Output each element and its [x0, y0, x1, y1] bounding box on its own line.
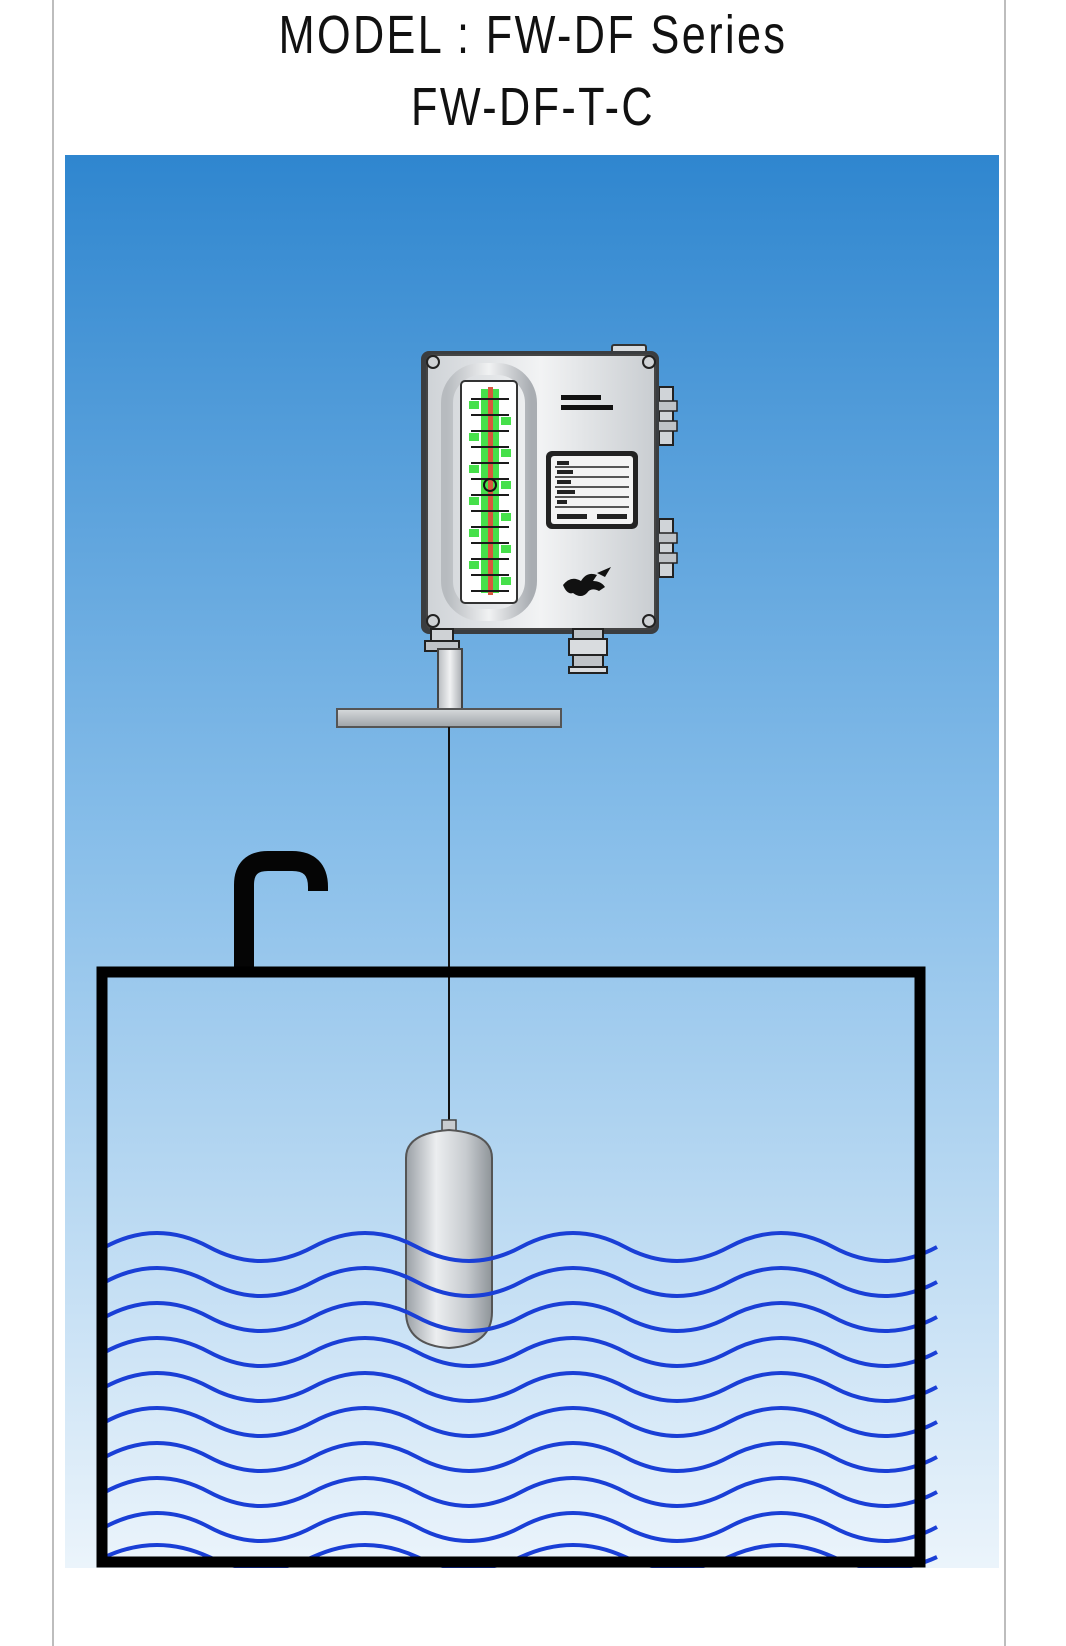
- float-ball-icon: [405, 1119, 493, 1350]
- diagram-canvas: [65, 155, 999, 1646]
- liquid-waves: [104, 1231, 938, 1571]
- level-scale: [469, 387, 511, 595]
- model-subtitle: FW-DF-T-C: [411, 77, 655, 137]
- mounting-flange-icon: [336, 708, 562, 728]
- left-border-line: [52, 0, 54, 1646]
- right-border-line: [1004, 0, 1006, 1646]
- model-title: MODEL : FW-DF Series: [278, 5, 788, 65]
- vent-pipe-icon: [234, 851, 328, 972]
- ground-area: [65, 1568, 999, 1646]
- level-gauge-housing-icon: [421, 344, 678, 710]
- installation-diagram: [65, 155, 999, 1646]
- nameplate-icon: [546, 451, 638, 529]
- manufacturer-logo-icon: [563, 567, 611, 596]
- cable-gland-icon: [568, 628, 608, 674]
- housing-label-text-icon: [561, 395, 613, 410]
